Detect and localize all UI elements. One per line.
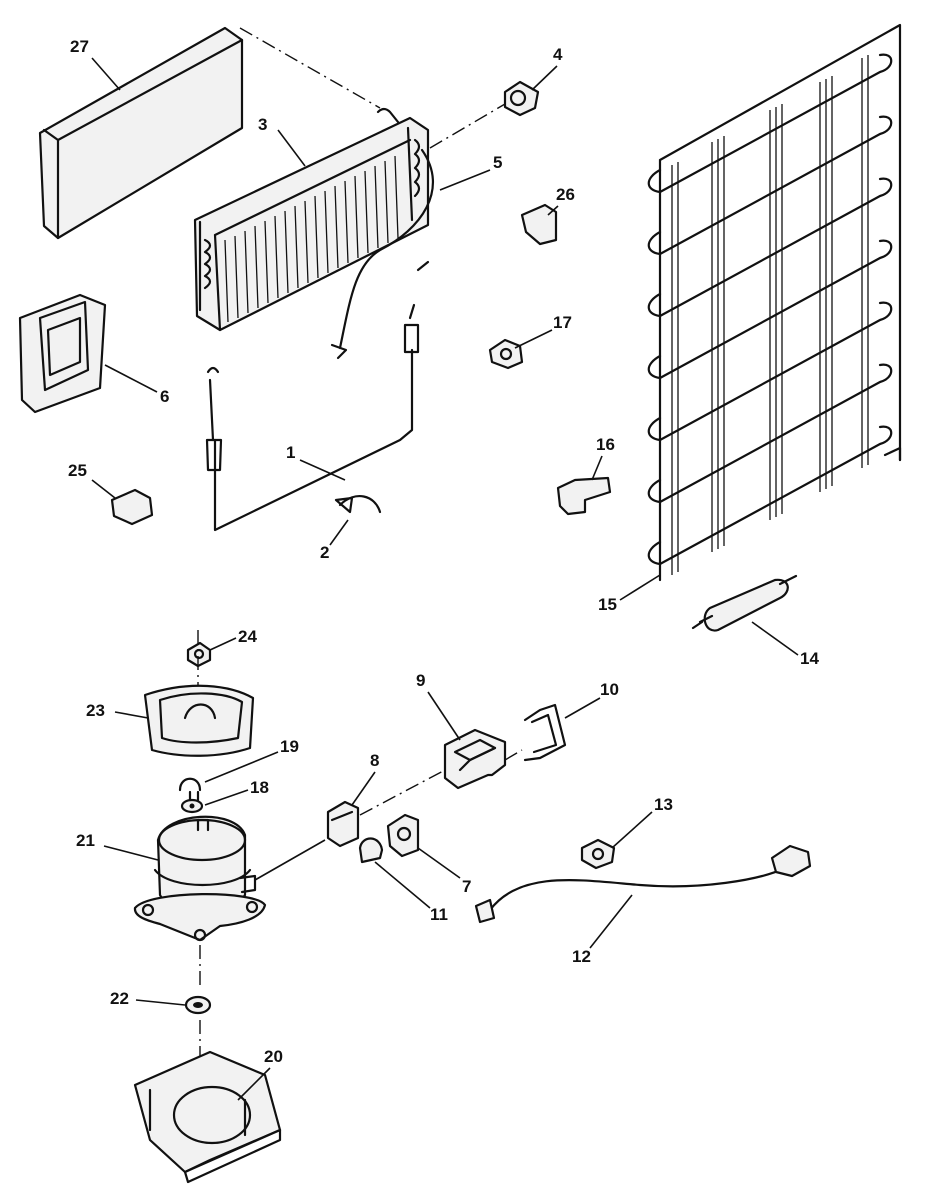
svg-text:20: 20 [264,1047,283,1066]
callout-21: 21 [76,831,159,861]
callout-14: 14 [751,621,819,668]
svg-text:7: 7 [462,877,471,896]
svg-text:18: 18 [250,778,269,797]
part-15-condenser-grid[interactable] [647,23,902,582]
callout-5: 5 [439,153,502,191]
svg-text:14: 14 [800,649,819,668]
assembly-line-21-8 [254,839,326,881]
part-8-relay[interactable] [326,800,360,848]
part-18-grommet[interactable] [180,798,204,814]
part-14-dryer[interactable] [691,574,798,632]
part-4-grommet[interactable] [503,80,540,117]
callout-24: 24 [209,627,257,651]
part-20-base-plate[interactable] [133,1050,282,1184]
part-11-cap[interactable] [358,837,384,864]
callout-26: 26 [547,185,575,216]
callout-25: 25 [68,461,116,499]
part-7-overload[interactable] [386,813,420,858]
part-21-compressor[interactable] [133,815,267,942]
svg-text:25: 25 [68,461,87,480]
callout-22: 22 [110,989,186,1008]
part-24-nut[interactable] [186,641,212,668]
svg-text:13: 13 [654,795,673,814]
svg-text:16: 16 [596,435,615,454]
callout-20: 20 [237,1047,283,1101]
svg-text:2: 2 [320,543,329,562]
part-16-bracket[interactable] [556,476,612,516]
svg-text:10: 10 [600,680,619,699]
svg-text:17: 17 [553,313,572,332]
part-12-power-cord[interactable] [474,844,812,924]
part-27-panel[interactable] [38,26,244,240]
callout-13: 13 [611,795,673,849]
callout-7: 7 [417,847,471,896]
part-6-drain-pan[interactable] [18,293,107,414]
svg-text:22: 22 [110,989,129,1008]
part-9-relay-cover[interactable] [443,728,507,790]
callout-1: 1 [286,443,346,481]
part-23-cover[interactable] [143,684,255,757]
svg-text:19: 19 [280,737,299,756]
svg-text:1: 1 [286,443,295,462]
svg-text:21: 21 [76,831,95,850]
part-5-capillary-tube[interactable] [330,148,434,360]
part-10-bracket[interactable] [523,703,567,762]
callout-18: 18 [204,778,269,806]
callout-15: 15 [598,574,661,614]
callout-19: 19 [204,737,299,783]
part-19-clip[interactable] [178,777,202,802]
svg-text:5: 5 [493,153,502,172]
svg-text:26: 26 [556,185,575,204]
callout-3: 3 [258,115,306,167]
callout-8: 8 [351,751,379,806]
assembly-line-9-8 [359,749,523,816]
part-3-coil[interactable] [193,107,430,332]
part-17-clamp[interactable] [488,338,524,370]
svg-text:27: 27 [70,37,89,56]
callout-9: 9 [416,671,461,741]
part-13-strain-relief[interactable] [580,838,616,870]
svg-text:11: 11 [430,905,448,924]
callout-16: 16 [591,435,615,481]
callout-2: 2 [320,519,349,562]
part-2-clip[interactable] [334,495,382,514]
svg-text:12: 12 [572,947,591,966]
callout-27: 27 [70,37,121,91]
svg-text:3: 3 [258,115,267,134]
part-1-suction-line[interactable] [205,303,420,532]
part-22-grommet[interactable] [184,995,212,1015]
callout-12: 12 [572,894,633,966]
assembly-line-4 [429,103,506,149]
svg-text:9: 9 [416,671,425,690]
callout-6: 6 [104,364,169,406]
part-26-clip[interactable] [520,203,558,246]
svg-text:15: 15 [598,595,617,614]
svg-text:8: 8 [370,751,379,770]
callout-17: 17 [514,313,572,349]
callout-4: 4 [531,45,563,91]
callout-11: 11 [374,861,448,924]
svg-text:24: 24 [238,627,257,646]
svg-text:23: 23 [86,701,105,720]
part-25-clip[interactable] [110,488,154,526]
callout-23: 23 [86,701,149,720]
svg-text:6: 6 [160,387,169,406]
callout-10: 10 [564,680,619,719]
assembly-line-27-3 [239,27,381,109]
svg-text:4: 4 [553,45,563,64]
